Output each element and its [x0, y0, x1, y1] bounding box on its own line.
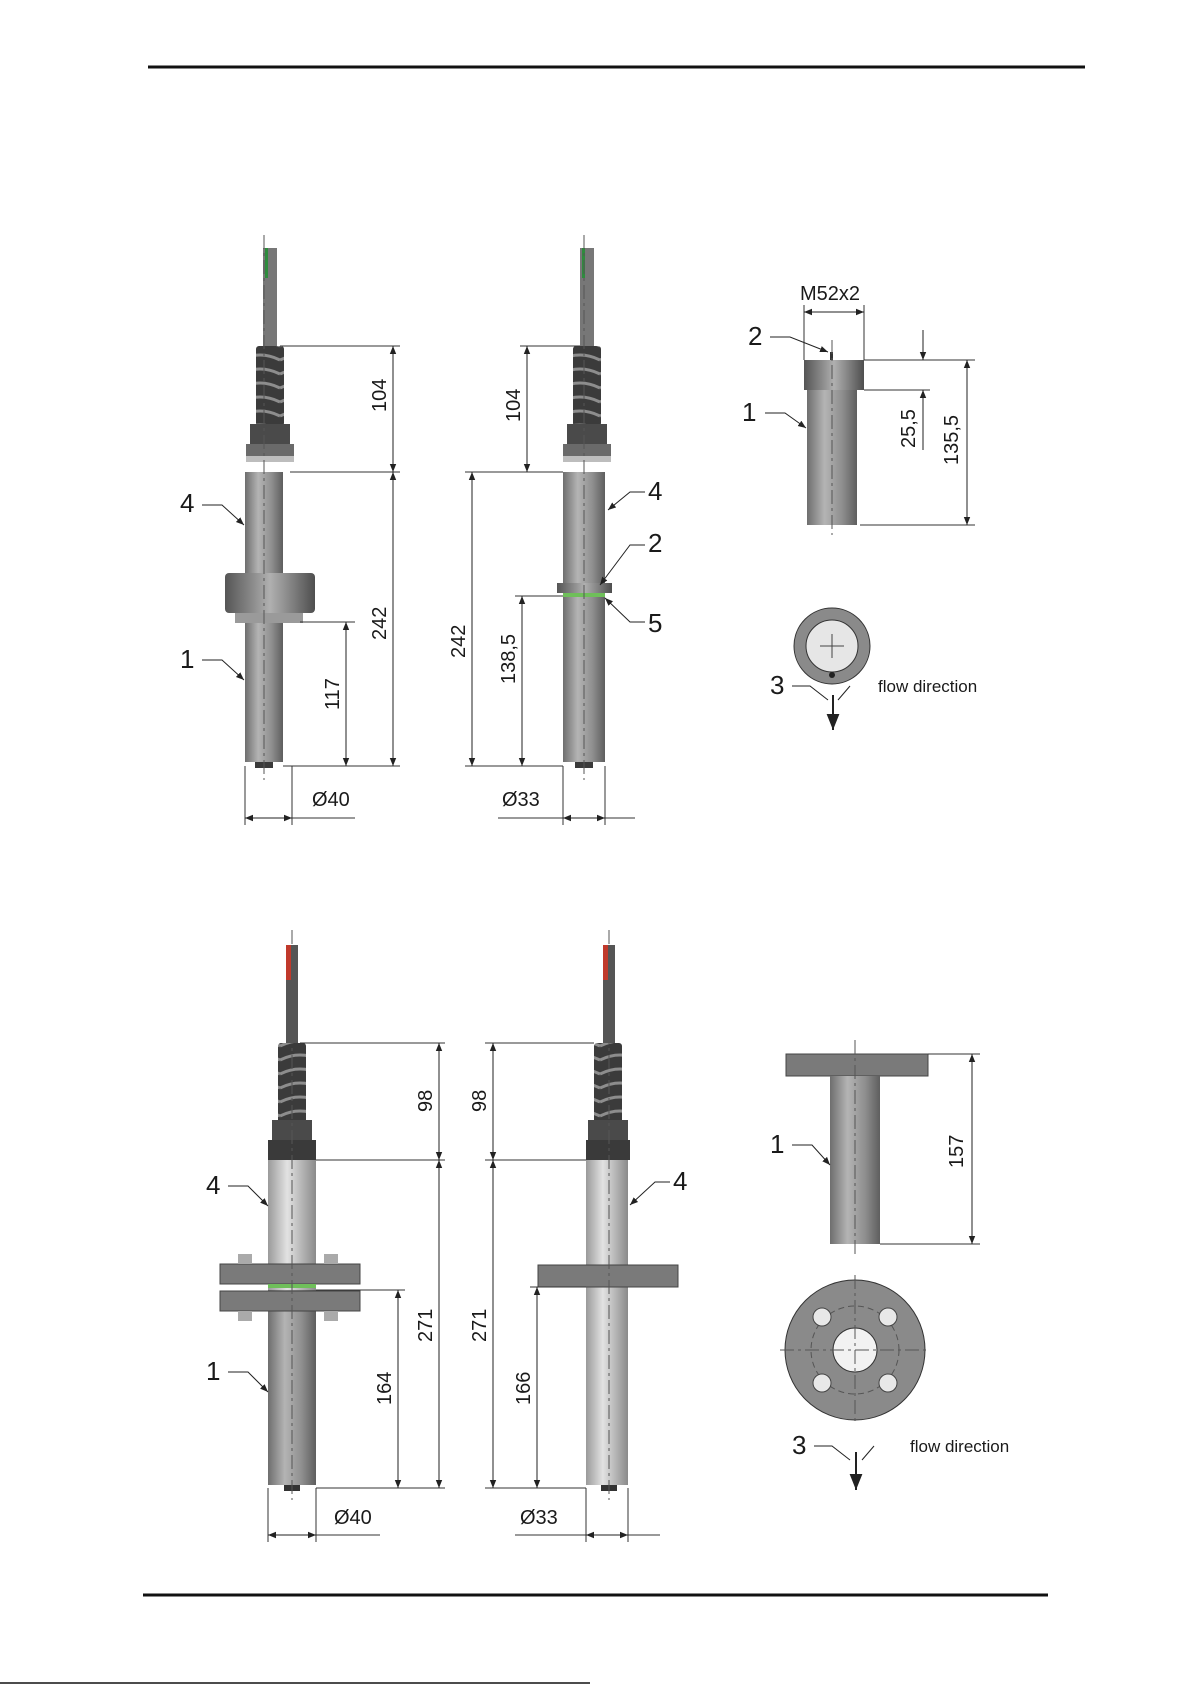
- bottom-right-fitting: [786, 1040, 928, 1255]
- callout-top-right-2: 2: [748, 321, 762, 351]
- bottom-left-sensor: [220, 930, 360, 1500]
- bottom-right-callouts: 1: [770, 1129, 830, 1165]
- dim-top-left-spring: 104: [369, 379, 391, 412]
- dim-bottom-left-dia: Ø40: [334, 1507, 372, 1529]
- dim-top-mid-total: 242: [448, 625, 470, 658]
- top-mid-sensor: [557, 235, 612, 780]
- bottom-mid-callouts: 4: [630, 1166, 687, 1205]
- bottom-mid-dimensions: 98 271 166 Ø33: [469, 1043, 660, 1542]
- callout-bottom-left-4: 4: [206, 1170, 220, 1200]
- callout-top-mid-4: 4: [648, 476, 662, 506]
- dim-bottom-mid-lower: 166: [513, 1372, 535, 1405]
- callout-bottom-right-1: 1: [770, 1129, 784, 1159]
- bottom-right-plan-view: 3 flow direction: [780, 1275, 1009, 1490]
- callout-top-left-1: 1: [180, 644, 194, 674]
- bottom-right-dimensions: 157: [880, 1054, 980, 1244]
- dim-bottom-left-spring: 98: [415, 1090, 437, 1112]
- dim-top-left-total: 242: [369, 607, 391, 640]
- dim-top-left-dia: Ø40: [312, 789, 350, 811]
- dim-bottom-right-total: 157: [946, 1135, 968, 1168]
- dim-bottom-mid-dia: Ø33: [520, 1507, 558, 1529]
- callout-bottom-right-3: 3: [792, 1430, 806, 1460]
- flow-direction-bottom: flow direction: [910, 1437, 1009, 1456]
- dim-bottom-mid-total: 271: [469, 1309, 491, 1342]
- top-left-sensor: [225, 235, 315, 780]
- thread-label: M52x2: [800, 283, 860, 305]
- dim-top-right-total: 135,5: [941, 415, 963, 465]
- dim-bottom-mid-spring: 98: [469, 1090, 491, 1112]
- callout-top-left-4: 4: [180, 488, 194, 518]
- top-right-plan-view: 3 flow direction: [770, 608, 977, 730]
- bottom-mid-sensor: [538, 930, 678, 1500]
- callout-top-right-1: 1: [742, 397, 756, 427]
- flow-direction-top: flow direction: [878, 677, 977, 696]
- dim-top-mid-dia: Ø33: [502, 789, 540, 811]
- dim-bottom-left-total: 271: [415, 1309, 437, 1342]
- dim-top-mid-lower: 138,5: [498, 634, 520, 684]
- dim-top-left-lower: 117: [322, 678, 344, 710]
- top-right-fitting: [804, 340, 864, 535]
- callout-bottom-mid-4: 4: [673, 1166, 687, 1196]
- callout-top-mid-2: 2: [648, 528, 662, 558]
- callout-top-right-3: 3: [770, 670, 784, 700]
- callout-bottom-left-1: 1: [206, 1356, 220, 1386]
- dim-top-right-head: 25,5: [898, 409, 920, 448]
- dim-top-mid-spring: 104: [503, 389, 525, 422]
- top-mid-callouts: 4 2 5: [600, 476, 662, 638]
- dim-bottom-left-lower: 164: [374, 1372, 396, 1405]
- callout-top-mid-5: 5: [648, 608, 662, 638]
